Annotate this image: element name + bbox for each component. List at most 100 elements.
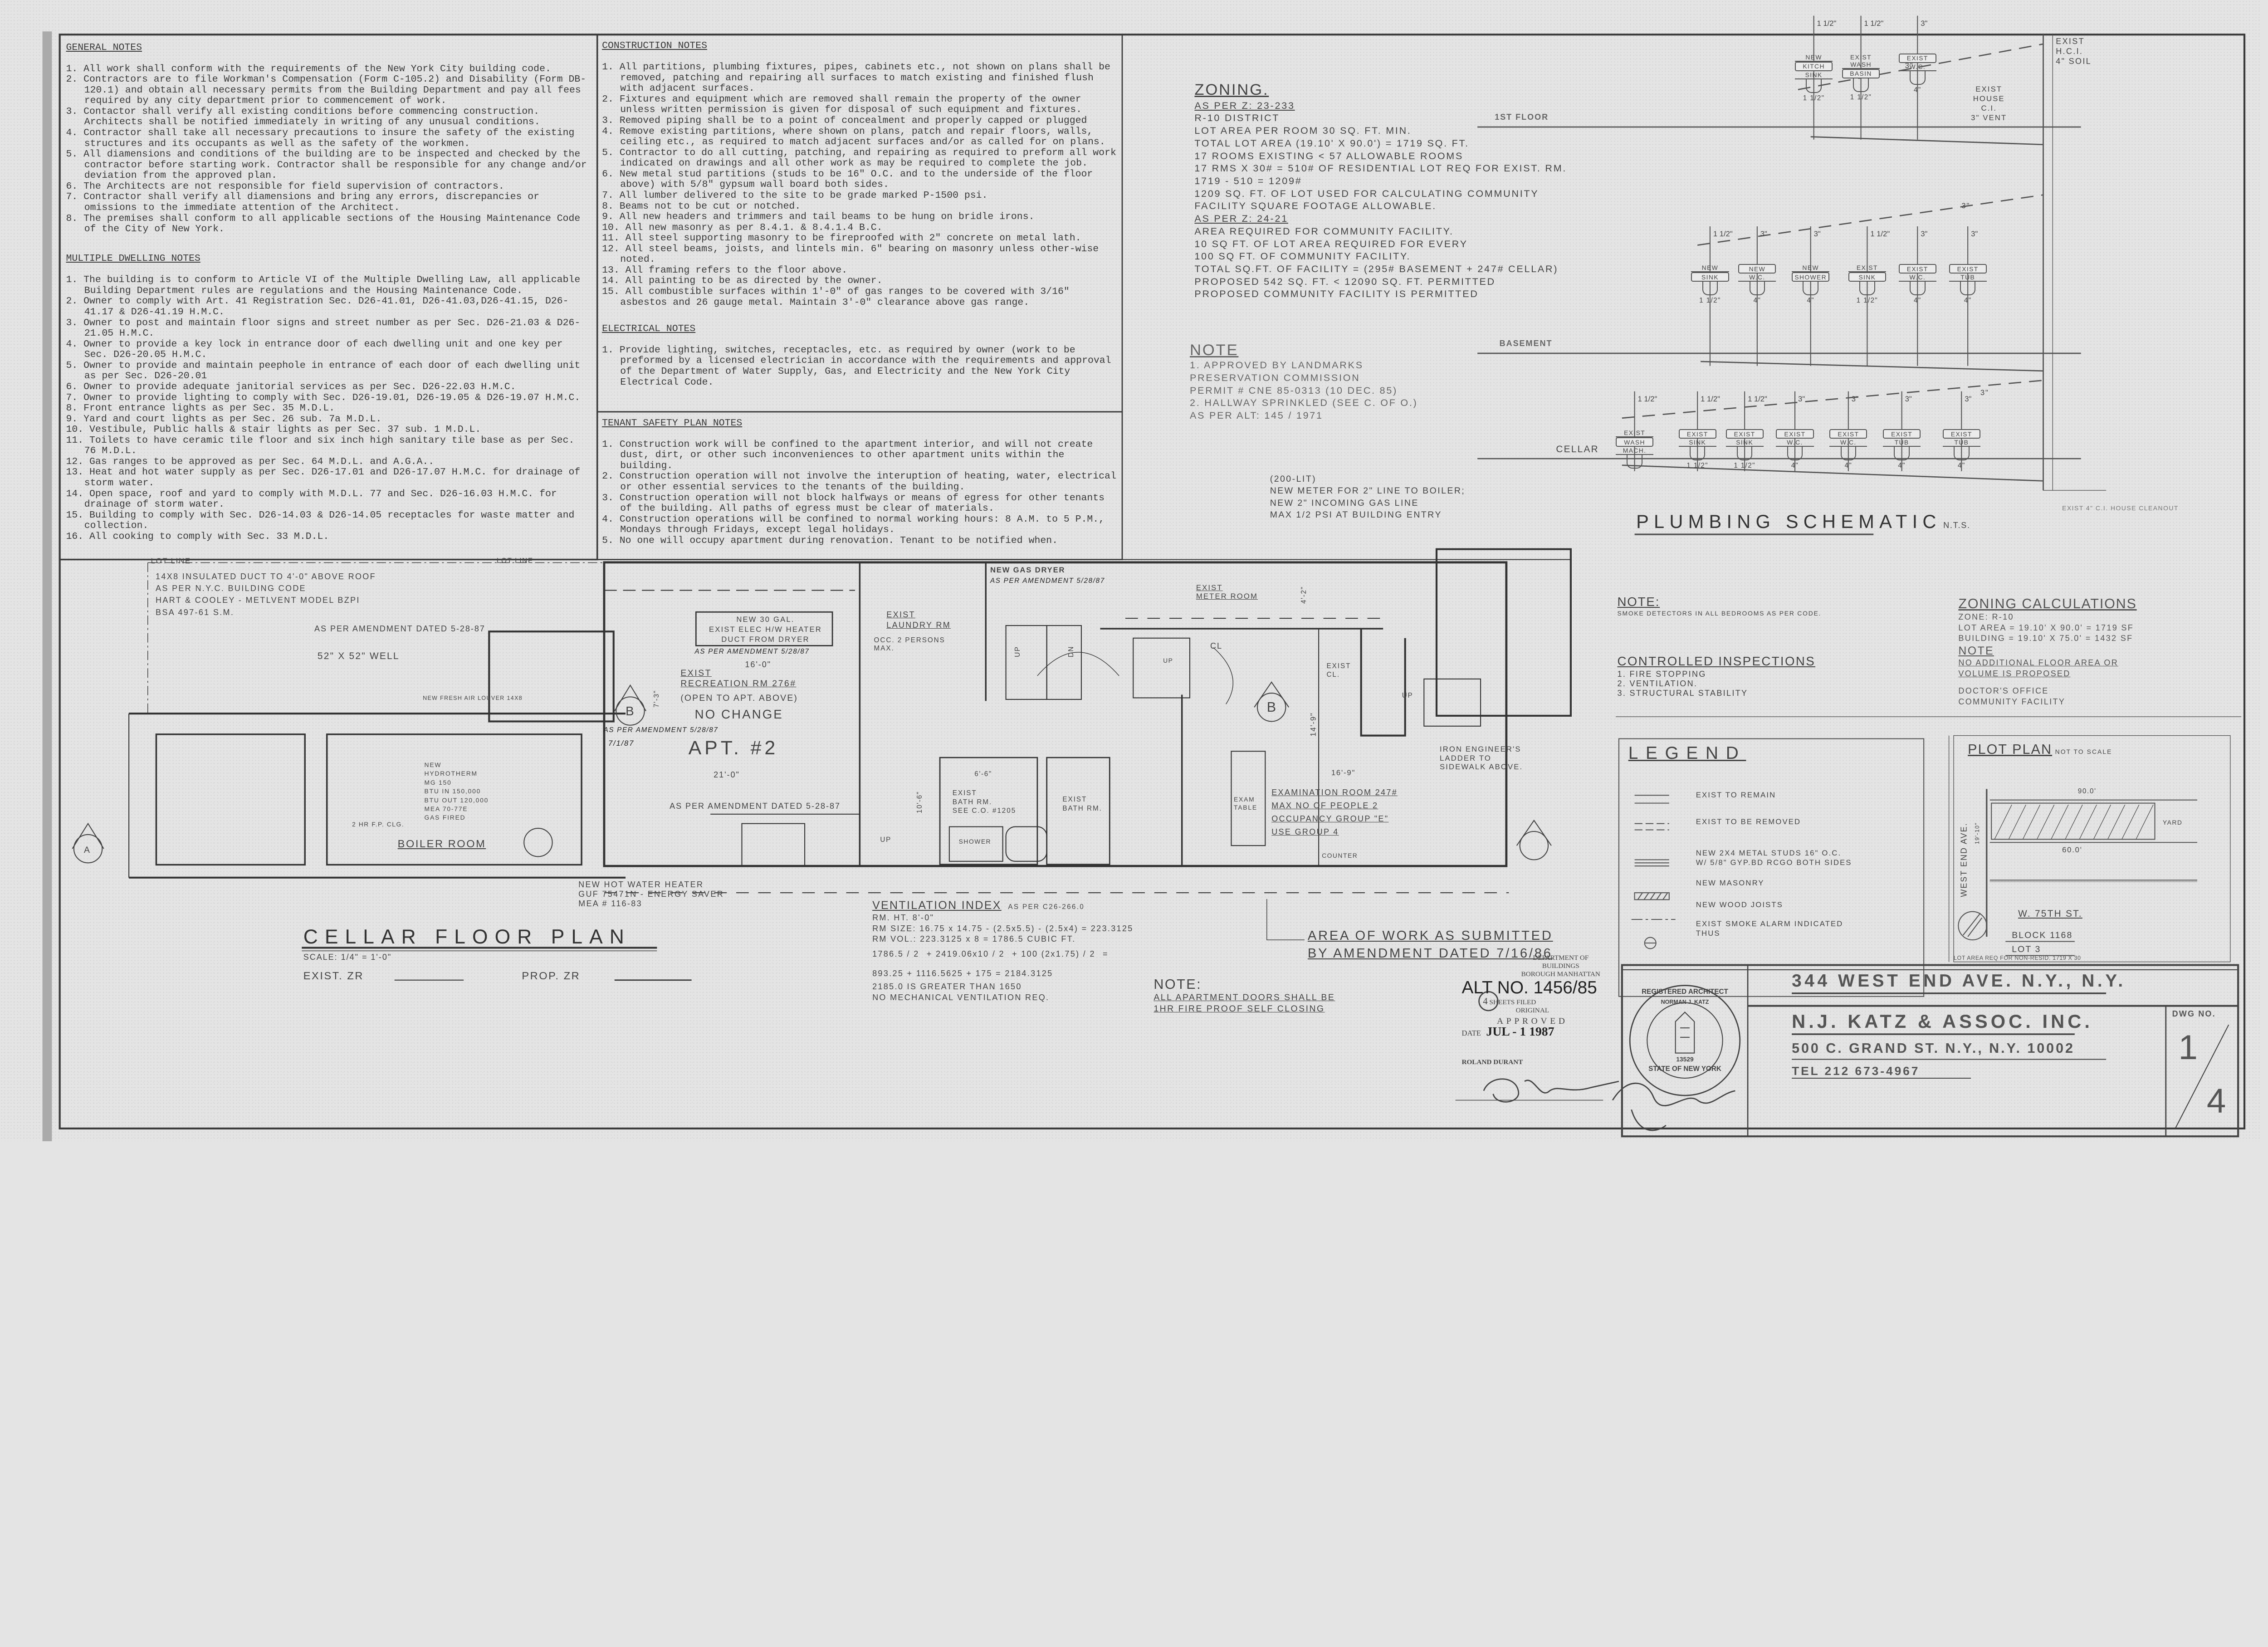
fixture-bowl-icon — [1749, 282, 1765, 296]
approval-note-block: NOTE 1. APPROVED BY LANDMARKS PRESERVATI… — [1190, 341, 1418, 422]
heater-box-line: DUCT FROM DRYER — [721, 635, 810, 644]
door-swing-1 — [1213, 647, 1233, 704]
shower-label: SHOWER — [958, 837, 992, 845]
stair-1 — [1005, 625, 1047, 700]
area-of-work-leader — [1266, 899, 1305, 940]
zoning-line: TOTAL LOT AREA (19.10' x 90.0') = 1719 S… — [1194, 137, 1469, 149]
plot-dim-depth: 90.0' — [2077, 787, 2097, 795]
hydrotherm-line: NEW — [424, 761, 442, 769]
approval-note-line: 1. APPROVED BY LANDMARKS — [1190, 360, 1364, 371]
vent-pipe-size: 3" — [1851, 394, 1858, 403]
section-b-label: B — [626, 704, 635, 718]
fixture-sub-label: SINK — [1795, 71, 1833, 80]
fixture-bowl-icon — [1803, 282, 1818, 296]
multiple-dwelling-note-item: 12. Gas ranges to be approved as per Sec… — [66, 456, 435, 467]
prop-zr-label: PROP. ZR — [522, 969, 581, 982]
fixture-pipe-size: 4" — [1753, 296, 1761, 304]
fixture-bowl-icon — [1689, 447, 1706, 461]
construction-note-item: 11. All steel supporting masonry to be f… — [602, 233, 1081, 244]
plot-street-label: W. 75TH ST. — [2018, 908, 2082, 919]
firm-phone: TEL 212 673-4967 — [1792, 1064, 1920, 1078]
seal-emblem — [1675, 1011, 1695, 1054]
zoning-calc-line: ZONE: R-10 — [1958, 612, 2014, 622]
dim-16-9: 16'-9" — [1331, 768, 1356, 777]
legend-items: EXIST TO REMAIN EXIST TO BE REMOVED NEW … — [1696, 791, 1852, 938]
hydrotherm-line: BTU IN 150,000 — [424, 787, 481, 795]
title-block-lines — [1455, 964, 2239, 1138]
stamp-approved: APPROVED — [1497, 1016, 1568, 1026]
legend-item-exist-remove: EXIST TO BE REMOVED — [1696, 817, 1852, 849]
legend-text: EXIST SMOKE ALARM INDICATED — [1696, 919, 1843, 928]
legend-symbol-smoke-alarm — [1644, 937, 1657, 949]
closet-label: CL — [1210, 641, 1223, 650]
multiple-dwelling-note-item: 6. Owner to provide adequate janitorial … — [66, 381, 516, 392]
vent-pipe-size: 1 1/2" — [1748, 394, 1767, 403]
general-note-item: 4. Contractor shall take all necessary p… — [66, 127, 575, 149]
plot-plan-subtitle: NOT TO SCALE — [2055, 748, 2112, 756]
gas-meter-line: (200-LIT) — [1270, 474, 1317, 484]
fixture-label: SINK — [1691, 272, 1729, 282]
multiple-dwelling-note-item: 7. Owner to provide lighting to comply w… — [66, 392, 581, 403]
approval-note-lines: 1. APPROVED BY LANDMARKS PRESERVATION CO… — [1190, 359, 1418, 422]
bath-2-line: EXIST — [1062, 796, 1087, 804]
seal-line: NORMAN J. KATZ — [1661, 999, 1709, 1006]
zoning-line: 1719 - 510 = 1209# — [1194, 175, 1302, 186]
duct-note-line: HART & COOLEY - METLVENT MODEL BZPI — [156, 596, 360, 605]
plot-yard-label: YARD — [2162, 819, 2183, 826]
fixture-pipe-size: 1 1/2" — [1850, 93, 1872, 101]
zoning-line: AREA REQUIRED FOR COMMUNITY FACILITY. — [1194, 225, 1454, 237]
section-b-label-2: B — [1266, 699, 1278, 715]
plot-footnote: LOT AREA REQ FOR NON-RESID. 1719 x 30 — [1953, 955, 2081, 962]
construction-note-item: 4. Remove existing partitions, where sho… — [602, 126, 1105, 148]
multiple-dwelling-note-item: 4. Owner to provide a key lock in entran… — [66, 338, 563, 361]
bath-2-line: BATH RM. — [1062, 804, 1102, 812]
hot-water-line: GUF 75471N - ENERGY SAVER — [578, 889, 724, 899]
general-note-item: 8. The premises shall conform to all app… — [66, 213, 581, 235]
vent-pipe-size: 3" — [1813, 229, 1821, 238]
fixture-bowl-icon — [1859, 282, 1875, 296]
cellar-plan-scale: SCALE: 1/4" = 1'-0" — [303, 952, 392, 962]
drain-1st — [1810, 136, 2043, 146]
fixture-sub-label: TUB — [1883, 439, 1921, 447]
apartment-label: APT. #2 — [688, 737, 779, 759]
ladder-line: SIDEWALK ABOVE. — [1439, 762, 1523, 772]
stamp-date-label: DATE — [1461, 1028, 1481, 1037]
fixture-pipe-size: 1 1/2" — [1734, 461, 1755, 469]
drawing-linework — [42, 15, 2246, 1142]
hot-water-line: MEA # 116-83 — [578, 899, 642, 908]
controlled-inspection-item: 2. VENTILATION. — [1617, 679, 1698, 688]
approval-note-line: AS PER ALT: 145 / 1971 — [1190, 410, 1323, 421]
ventilation-line: RM VOL.: 223.3125 x 8 = 1786.5 CUBIC FT. — [872, 934, 1076, 944]
construction-note-item: 9. All new headers and trimmers and tail… — [602, 211, 1035, 223]
stack-label-line: 4" SOIL — [2056, 57, 2092, 66]
examination-room-line: OCCUPANCY GROUP "E" — [1271, 814, 1389, 823]
fixture-sub-label: TUB — [1942, 439, 1980, 447]
vent-pipe-size: 3" — [1905, 394, 1912, 403]
amendment-note-2: AS PER AMENDMENT DATED 5-28-87 — [670, 802, 841, 811]
section-a-label: A — [84, 845, 91, 855]
multiple-dwelling-note-item: 16. All cooking to comply with Sec. 33 M… — [66, 531, 329, 542]
gas-meter-line: NEW METER FOR 2" LINE TO BOILER; — [1270, 486, 1466, 496]
fixture-label: EXIST — [1898, 264, 1936, 274]
sheet-number: 1 — [2178, 1028, 2198, 1067]
seal-line: 13529 — [1676, 1056, 1694, 1063]
stamp-dept-line: DEPARTMENT OF — [1533, 954, 1589, 962]
no-change-label: NO CHANGE — [694, 707, 783, 722]
examination-room-line: MAX NO OF PEOPLE 2 — [1271, 801, 1378, 810]
electrical-note-item: 1. Provide lighting, switches, receptacl… — [602, 344, 1111, 388]
construction-note-item: 10. All new masonry as per 8.4.1. & 8.4.… — [602, 222, 883, 233]
